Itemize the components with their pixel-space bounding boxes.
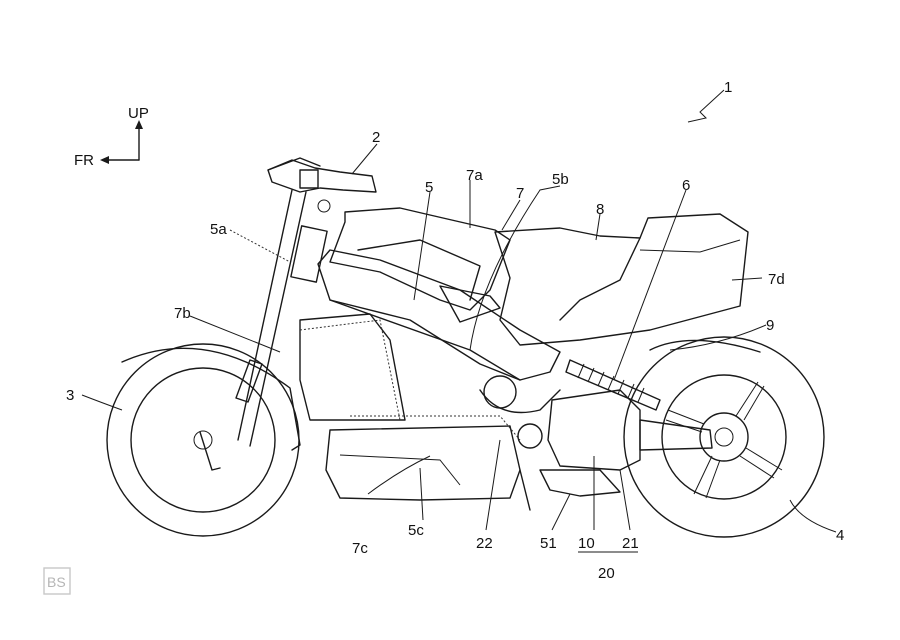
- front-label: FR: [74, 152, 94, 169]
- label-1: 1: [724, 79, 732, 96]
- label-7c: 7c: [352, 540, 368, 557]
- label-5b: 5b: [552, 171, 569, 188]
- leader-lines: [81, 89, 837, 553]
- label-7d: 7d: [768, 271, 785, 288]
- label-10: 10: [578, 535, 595, 552]
- front-arrowhead: [100, 156, 109, 164]
- up-label: UP: [128, 105, 149, 122]
- label-5: 5: [425, 179, 433, 196]
- side-cover: [299, 313, 406, 421]
- lower-cover: [325, 415, 521, 501]
- tank-cover: [329, 207, 511, 323]
- label-7b: 7b: [174, 305, 191, 322]
- watermark: BS: [43, 567, 71, 595]
- label-3: 3: [66, 387, 74, 404]
- front-wheel: [106, 343, 301, 537]
- label-22: 22: [476, 535, 493, 552]
- label-20: 20: [598, 565, 615, 582]
- label-4: 4: [836, 527, 844, 544]
- label-5c: 5c: [408, 522, 424, 539]
- label-7a: 7a: [466, 167, 483, 184]
- drive-unit: [517, 389, 713, 511]
- rear-wheel: [623, 336, 825, 538]
- label-21: 21: [622, 535, 639, 552]
- label-51: 51: [540, 535, 557, 552]
- label-2: 2: [372, 129, 380, 146]
- vehicle-frame: [317, 249, 561, 414]
- label-9: 9: [766, 317, 774, 334]
- front-fork: [199, 157, 328, 471]
- reference-numerals: 1 2 3 4 5 5a 5b 5c 6 7 7a 7b 7c 7d 8 9 1…: [66, 79, 844, 582]
- label-7: 7: [516, 185, 524, 202]
- orientation-indicator: UP FR: [74, 105, 149, 169]
- label-6: 6: [682, 177, 690, 194]
- seat-and-tail: [494, 213, 749, 346]
- label-8: 8: [596, 201, 604, 218]
- up-arrowhead: [135, 120, 143, 129]
- rear-shock: [565, 359, 661, 411]
- label-5a: 5a: [210, 221, 227, 238]
- watermark-text: BS: [47, 574, 66, 590]
- handlebar: [267, 159, 377, 213]
